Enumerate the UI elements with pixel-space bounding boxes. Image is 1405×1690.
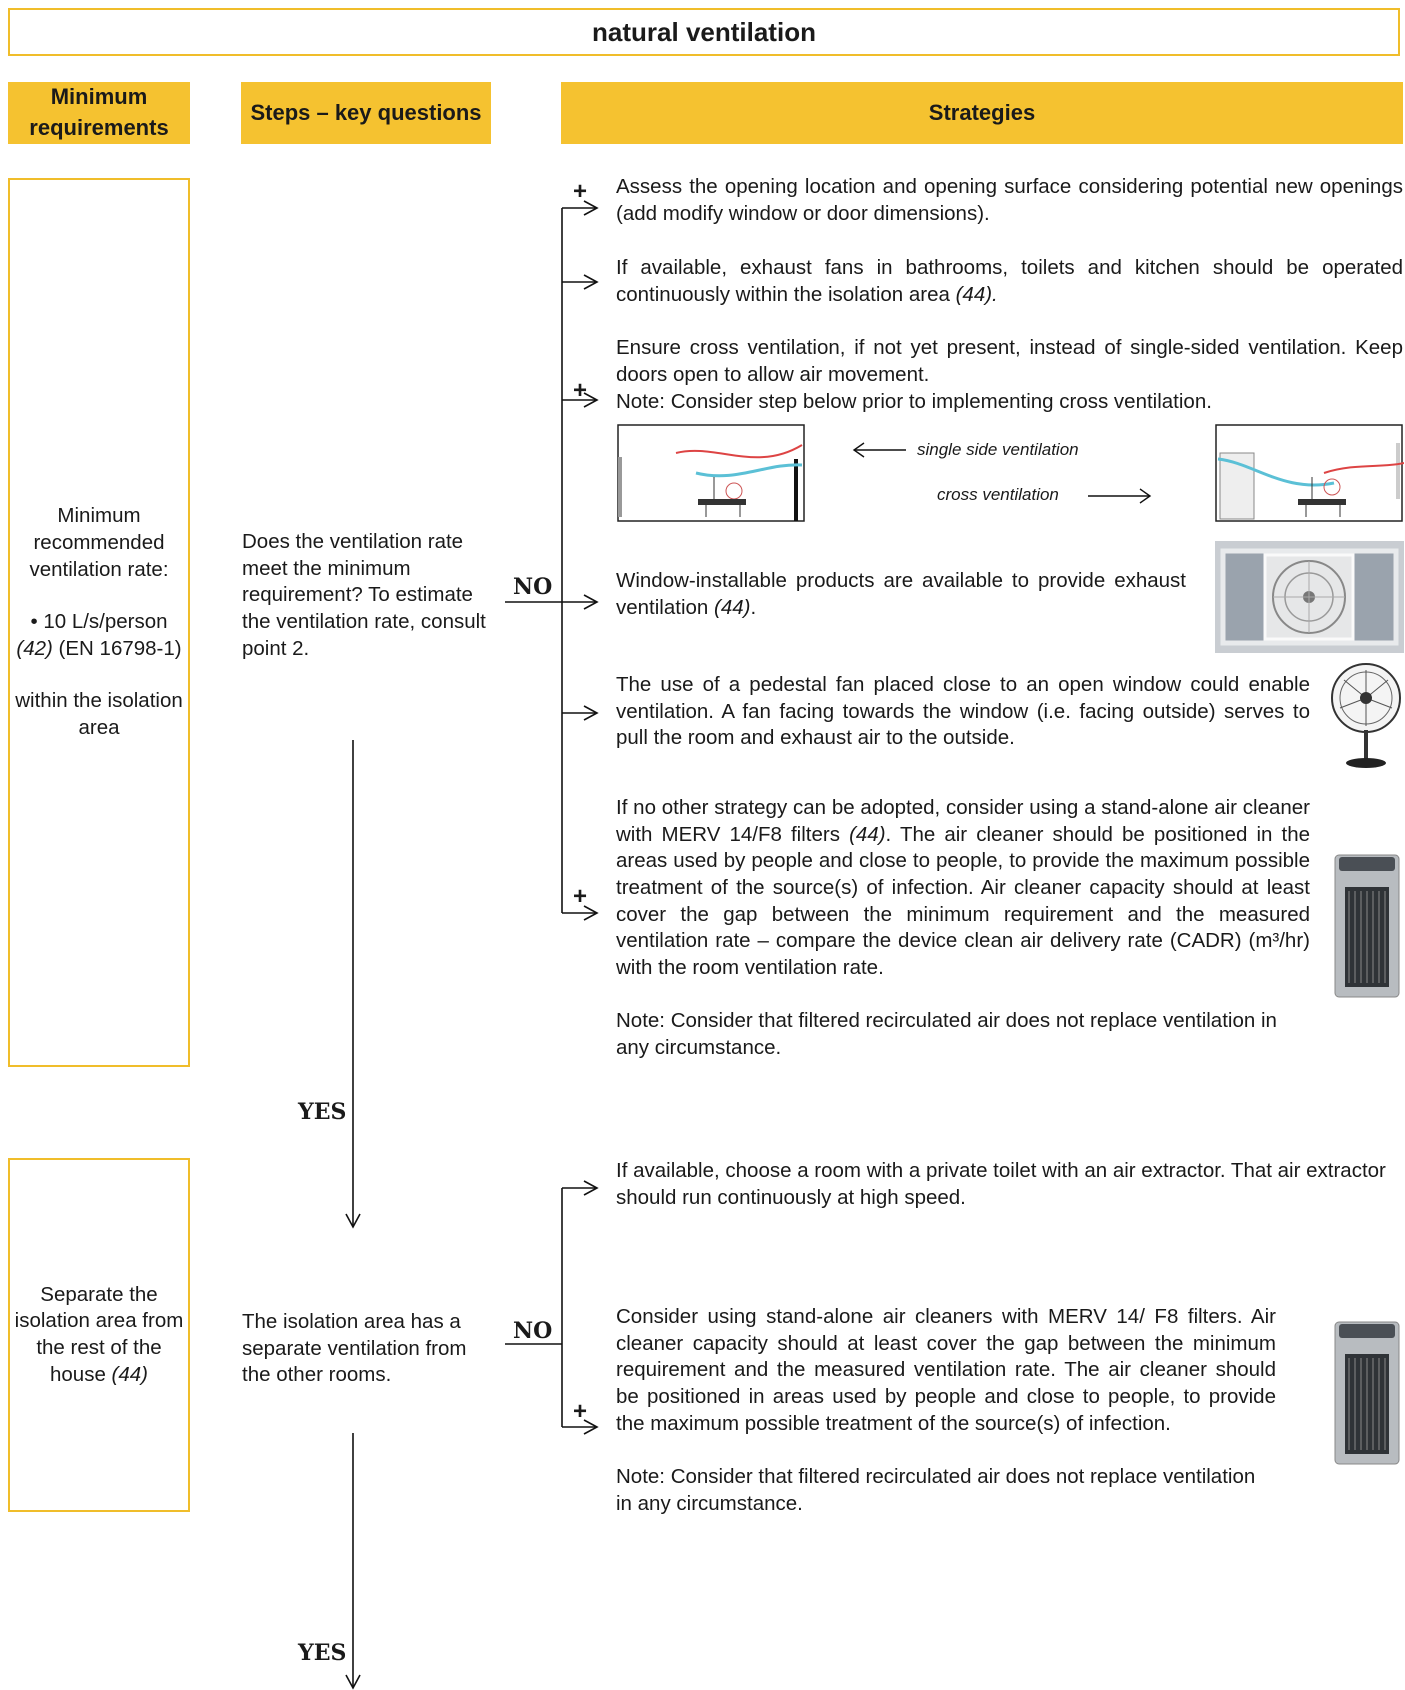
header-steps: Steps – key questions	[241, 82, 491, 144]
step-question-ventilation-rate: Does the ventilation rate meet the minim…	[242, 530, 486, 660]
strategy-private-toilet: If available, choose a room with a priva…	[616, 1159, 1386, 1209]
strategy-air-cleaner-note: Note: Consider that filtered recirculate…	[616, 1009, 1277, 1059]
air-cleaner-photo	[1334, 1321, 1400, 1465]
step-question-separate-ventilation: The isolation area has a separate ventil…	[242, 1310, 467, 1387]
left-arrow-icon	[852, 442, 906, 458]
yes-label: YES	[298, 1099, 347, 1125]
plus-marker: +	[573, 883, 588, 910]
window-fan-photo	[1215, 541, 1404, 653]
no-label: NO	[513, 574, 553, 600]
strategy-air-cleaner: If no other strategy can be adopted, con…	[616, 796, 1311, 979]
plus-marker: +	[573, 377, 588, 404]
header-requirements: Minimum requirements	[8, 82, 190, 144]
strategy-cross-ventilation: Ensure cross ventilation, if not yet pre…	[616, 336, 1403, 386]
plus-marker: +	[573, 178, 588, 205]
cross-ventilation-illustration	[1215, 424, 1404, 522]
strategy-pedestal-fan: The use of a pedestal fan placed close t…	[616, 673, 1310, 750]
requirement-rate-bullet: • 10 L/s/person (42) (EN 16798-1)	[16, 610, 182, 660]
single-side-ventilation-illustration	[617, 424, 805, 522]
air-cleaner-photo	[1334, 854, 1400, 998]
caption-cross: cross ventilation	[937, 485, 1059, 504]
yes-label: YES	[298, 1640, 347, 1666]
strategy-air-cleaners: Consider using stand-alone air cleaners …	[616, 1305, 1276, 1435]
header-strategies: Strategies	[561, 82, 1403, 144]
strategy-window-products: Window-installable products are availabl…	[616, 569, 1186, 619]
plus-marker: +	[573, 1398, 588, 1425]
strategy-air-cleaners-note: Note: Consider that filtered recirculate…	[616, 1465, 1256, 1515]
requirement-rate-title: Minimum recommended ventilation rate:	[29, 504, 169, 581]
page-title: natural ventilation	[8, 8, 1400, 56]
caption-single-side: single side ventilation	[917, 440, 1079, 459]
right-arrow-icon	[1088, 488, 1152, 504]
strategy-exhaust-fans: If available, exhaust fans in bathrooms,…	[616, 256, 1403, 306]
strategy-cross-ventilation-note: Note: Consider step below prior to imple…	[616, 390, 1212, 413]
requirement-box-separate-area: Separate the isolation area from the res…	[8, 1158, 190, 1512]
requirement-box-ventilation-rate: Minimum recommended ventilation rate: • …	[8, 178, 190, 1067]
pedestal-fan-photo	[1331, 663, 1401, 768]
requirement-rate-scope: within the isolation area	[15, 689, 183, 740]
strategy-opening-location: Assess the opening location and opening …	[616, 175, 1403, 225]
no-label: NO	[513, 1318, 553, 1344]
